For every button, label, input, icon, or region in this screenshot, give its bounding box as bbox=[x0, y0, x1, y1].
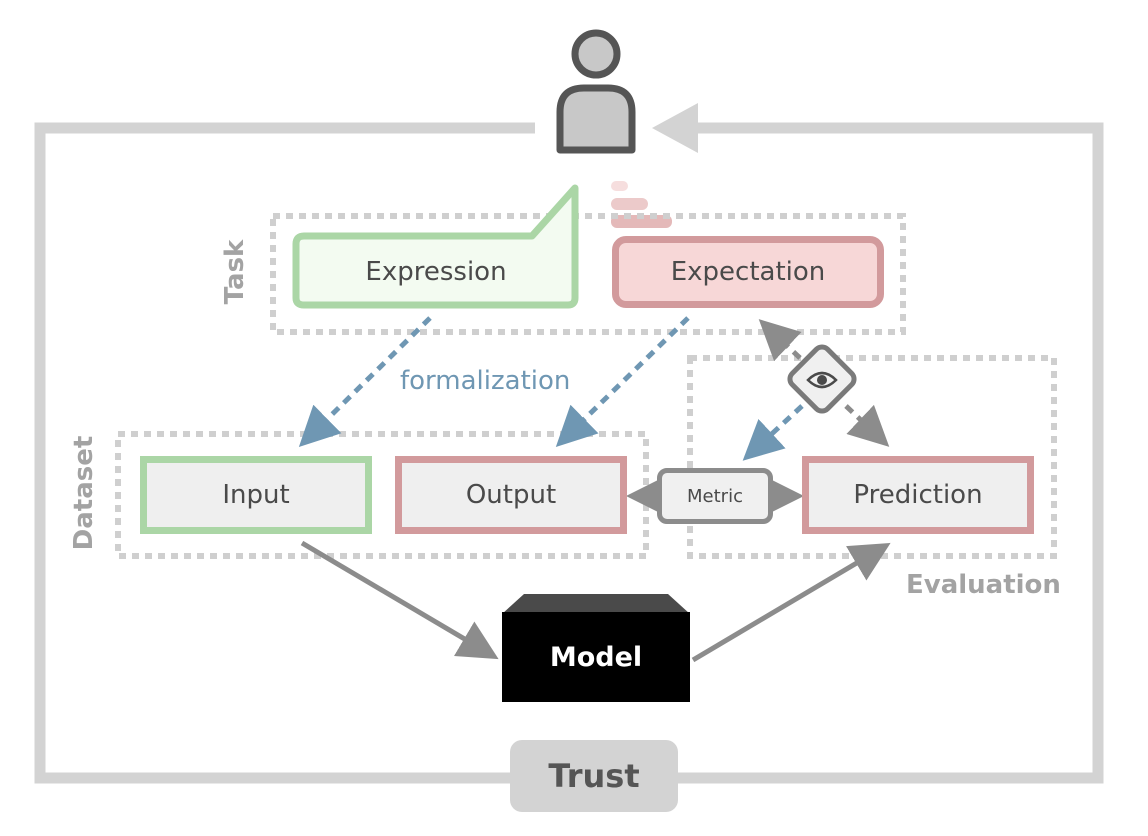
thought-dashes bbox=[611, 181, 672, 228]
observe-arrow-prediction bbox=[844, 404, 890, 447]
task-zone bbox=[270, 213, 906, 335]
model-to-prediction-arrow bbox=[691, 542, 891, 663]
observe-arrow-expectation bbox=[758, 319, 802, 362]
input-to-model-arrow bbox=[300, 540, 499, 660]
model-lid bbox=[502, 594, 690, 614]
trust-loop-arrowhead bbox=[652, 103, 698, 153]
prediction-node: Prediction bbox=[802, 456, 1034, 534]
user-icon bbox=[556, 29, 636, 154]
input-node: Input bbox=[140, 456, 372, 534]
output-node: Output bbox=[395, 456, 627, 534]
expectation-node: Expectation bbox=[612, 236, 884, 308]
expression-label: Expression bbox=[365, 257, 507, 287]
dataset-zone-label: Dataset bbox=[69, 435, 99, 551]
formalization-arrow-output bbox=[555, 316, 690, 447]
model-node: Model bbox=[502, 612, 690, 702]
metric-node: Metric bbox=[657, 468, 773, 524]
trust-node: Trust bbox=[510, 740, 678, 812]
formalization-arrow-input bbox=[298, 316, 432, 448]
formalization-label: formalization bbox=[400, 366, 571, 396]
task-zone-label: Task bbox=[220, 239, 250, 305]
trust-loop bbox=[34, 103, 1104, 784]
evaluation-zone-label: Evaluation bbox=[906, 570, 1061, 600]
observe-arrow-metric bbox=[742, 404, 804, 461]
eye-icon bbox=[787, 344, 857, 414]
expression-bubble bbox=[292, 184, 579, 309]
